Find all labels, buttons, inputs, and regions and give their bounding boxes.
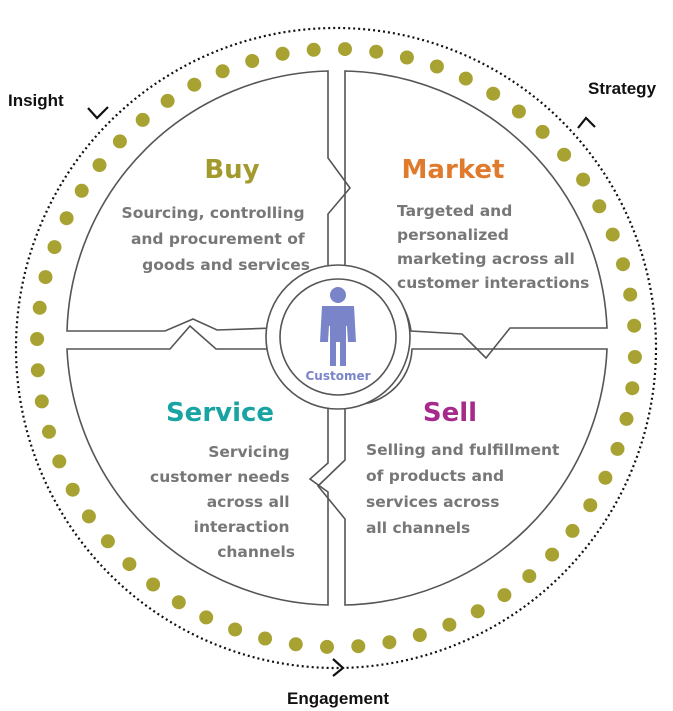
market-title: Market xyxy=(402,155,505,185)
buy-line-1: Sourcing, controlling xyxy=(122,204,305,222)
ring-dot xyxy=(511,104,526,119)
ring-dot xyxy=(338,42,352,57)
ring-dot xyxy=(610,441,625,456)
sell-quadrant xyxy=(316,348,608,606)
ring-dot xyxy=(100,534,115,549)
ring-dot xyxy=(47,240,62,255)
engagement-label: Engagement xyxy=(287,689,389,708)
ring-dot xyxy=(627,350,642,364)
market-line-1: Targeted and xyxy=(397,202,512,220)
buy-line-3: goods and services xyxy=(142,256,310,274)
ring-dot xyxy=(583,498,598,513)
svg-text:Selling and fulfillment of: Selling and fulfillment of products and … xyxy=(366,441,565,537)
customer-label: Customer xyxy=(305,369,370,383)
ring-dot xyxy=(228,622,243,637)
ring-dot xyxy=(429,59,444,74)
ring-dot xyxy=(81,509,96,524)
svg-text:Servicing customer needs: Servicing customer needs across all inte… xyxy=(150,443,295,561)
ring-dot xyxy=(497,588,512,603)
sell-line-1: Selling and fulfillment xyxy=(366,441,560,459)
ring-dot xyxy=(623,287,638,302)
service-line-2: customer needs xyxy=(150,468,290,486)
ring-dot xyxy=(34,394,49,409)
ring-dot xyxy=(52,454,67,469)
ring-dot xyxy=(399,50,414,65)
strategy-label: Strategy xyxy=(588,79,657,98)
ring-dot xyxy=(486,86,501,101)
ring-dot xyxy=(112,134,127,149)
ring-dot xyxy=(557,147,572,162)
ring-dot xyxy=(199,610,214,625)
ring-dot xyxy=(351,639,366,654)
ring-dot xyxy=(42,424,56,439)
ring-dot xyxy=(135,112,150,127)
ring-dot xyxy=(245,54,260,68)
ring-dot xyxy=(470,604,485,619)
insight-label: Insight xyxy=(8,91,64,110)
ring-dot xyxy=(65,482,80,497)
ring-dot xyxy=(592,199,607,214)
ring-dot xyxy=(38,270,53,285)
market-line-2: personalized xyxy=(397,226,509,244)
outer-cycle-ring xyxy=(14,26,658,670)
svg-text:Sourcing, controlling and: Sourcing, controlling and procurement of… xyxy=(122,204,310,274)
ring-dot xyxy=(565,523,580,538)
sell-line-4: all channels xyxy=(366,519,470,537)
sell-title: Sell xyxy=(423,398,477,428)
ring-dot xyxy=(288,637,303,652)
ring-dot xyxy=(369,44,384,59)
service-title: Service xyxy=(166,398,274,428)
service-line-4: interaction xyxy=(194,518,290,536)
ring-dot xyxy=(442,617,457,632)
ring-dot xyxy=(59,211,74,226)
ring-dot xyxy=(576,172,591,187)
market-line-3: marketing across all xyxy=(397,250,575,268)
ring-dot xyxy=(275,46,290,61)
ring-dot xyxy=(382,635,397,650)
ring-dot xyxy=(616,257,630,272)
service-line-3: across all xyxy=(207,493,290,511)
ring-dot xyxy=(605,227,620,242)
ring-dot xyxy=(74,183,89,198)
svg-text:Targeted and personalized: Targeted and personalized marketing acro… xyxy=(397,202,589,292)
ring-dot xyxy=(535,124,550,139)
ring-dot xyxy=(320,639,334,654)
insight-arrow-icon xyxy=(87,106,109,120)
strategy-arrow-icon xyxy=(577,116,596,129)
ring-dot xyxy=(627,318,642,333)
ring-dot xyxy=(306,42,321,57)
market-line-4: customer interactions xyxy=(397,274,589,292)
ring-dot xyxy=(522,569,537,584)
ring-dot xyxy=(32,300,47,315)
engagement-arrow-icon xyxy=(332,658,345,677)
ring-dot xyxy=(160,93,175,108)
ring-dot xyxy=(625,381,640,396)
ring-dot xyxy=(215,64,230,79)
ring-dot xyxy=(458,71,473,86)
ring-dot xyxy=(146,577,161,592)
service-line-1: Servicing xyxy=(208,443,289,461)
ring-dot xyxy=(187,77,202,92)
ring-dot xyxy=(598,470,613,485)
person-icon xyxy=(320,287,356,366)
dot-ring xyxy=(30,42,642,654)
ring-dot xyxy=(258,631,273,646)
ring-dot xyxy=(412,628,427,642)
sell-line-3: services across xyxy=(366,493,500,511)
ring-dot xyxy=(122,557,137,572)
ring-dot xyxy=(545,547,560,562)
sell-line-2: of products and xyxy=(366,467,504,485)
ring-dot xyxy=(619,411,634,426)
ring-dot xyxy=(92,158,107,173)
service-line-5: channels xyxy=(217,543,295,561)
buy-line-2: and procurement of xyxy=(131,230,305,248)
ring-dot xyxy=(30,332,45,346)
buy-title: Buy xyxy=(204,155,259,185)
ring-dot xyxy=(30,363,45,378)
ring-dot xyxy=(171,595,186,610)
